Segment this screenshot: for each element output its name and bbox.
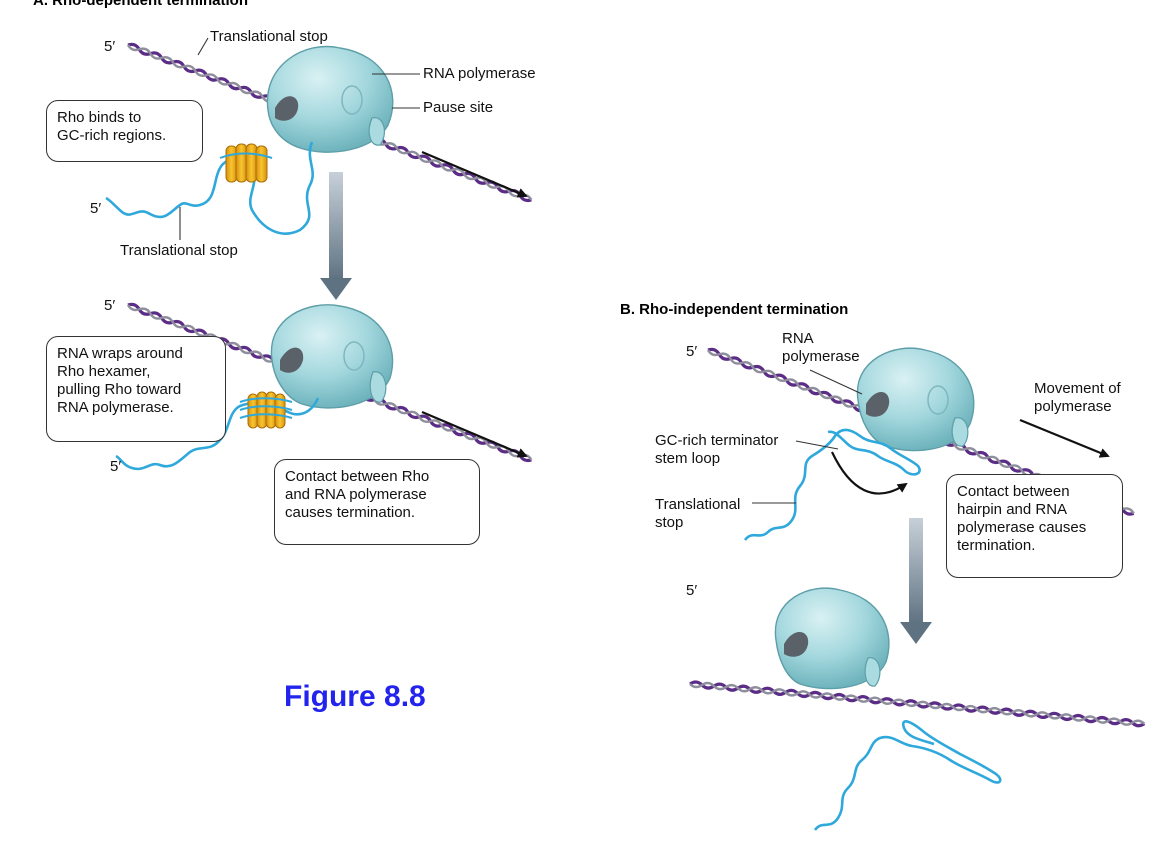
rna-polymerase-label-a: RNA polymerase (423, 65, 536, 82)
movement-arrow-b (1019, 418, 1110, 458)
five-prime-dna-label-b: 5′ (686, 343, 698, 360)
callout-contact-rho: Contact between Rho and RNA polymerase c… (274, 459, 480, 545)
process-arrow-b (900, 518, 932, 644)
five-prime-dna-label-a-top: 5′ (104, 38, 116, 55)
five-prime-dna-label-a-bottom: 5′ (104, 297, 116, 314)
rho-hexamer-a-bottom (239, 391, 293, 429)
rna-polymerase-b (856, 347, 975, 452)
rna-polymerase-label-b: RNA polymerase (782, 330, 860, 365)
released-rna (813, 720, 1002, 831)
leader-lines-b (752, 369, 863, 504)
rna-polymerase-a-top (266, 45, 394, 153)
five-prime-released-label: 5′ (686, 582, 698, 599)
rho-hexamer-a-top (219, 143, 273, 183)
five-prime-rna-label-a-bottom: 5′ (110, 458, 122, 475)
process-arrow-a (320, 172, 352, 300)
direction-arrow-a-top (421, 150, 528, 198)
callout-hairpin-contact: Contact between hairpin and RNA polymera… (946, 474, 1123, 578)
panel-a-header: A. Rho-dependent termination (33, 0, 248, 9)
callout-rna-wraps: RNA wraps around Rho hexamer, pulling Rh… (46, 336, 226, 442)
rna-polymerase-a-bottom (270, 304, 394, 409)
gc-stem-loop-label: GC-rich terminator stem loop (655, 432, 779, 467)
callout-rho-binds: Rho binds to GC-rich regions. (46, 100, 203, 162)
rna-transcript-a-top (105, 141, 314, 235)
released-dna (689, 680, 1146, 728)
rna-transcript-b (743, 428, 921, 541)
translational-stop-rna-label-a: Translational stop (120, 242, 238, 259)
movement-label: Movement of polymerase (1034, 380, 1121, 415)
leader-lines-a-top (179, 37, 420, 240)
panel-b-header: B. Rho-independent termination (620, 301, 849, 318)
translational-stop-dna-label-a: Translational stop (210, 28, 328, 45)
five-prime-rna-label-a-top: 5′ (90, 200, 102, 217)
released-polymerase (774, 587, 890, 690)
figure-label: Figure 8.8 (284, 680, 426, 713)
direction-arrow-a-bottom (421, 410, 528, 458)
pause-site-label: Pause site (423, 99, 494, 116)
translational-stop-label-b: Translational stop (655, 496, 741, 531)
hairpin-curve-arrow (831, 451, 908, 495)
